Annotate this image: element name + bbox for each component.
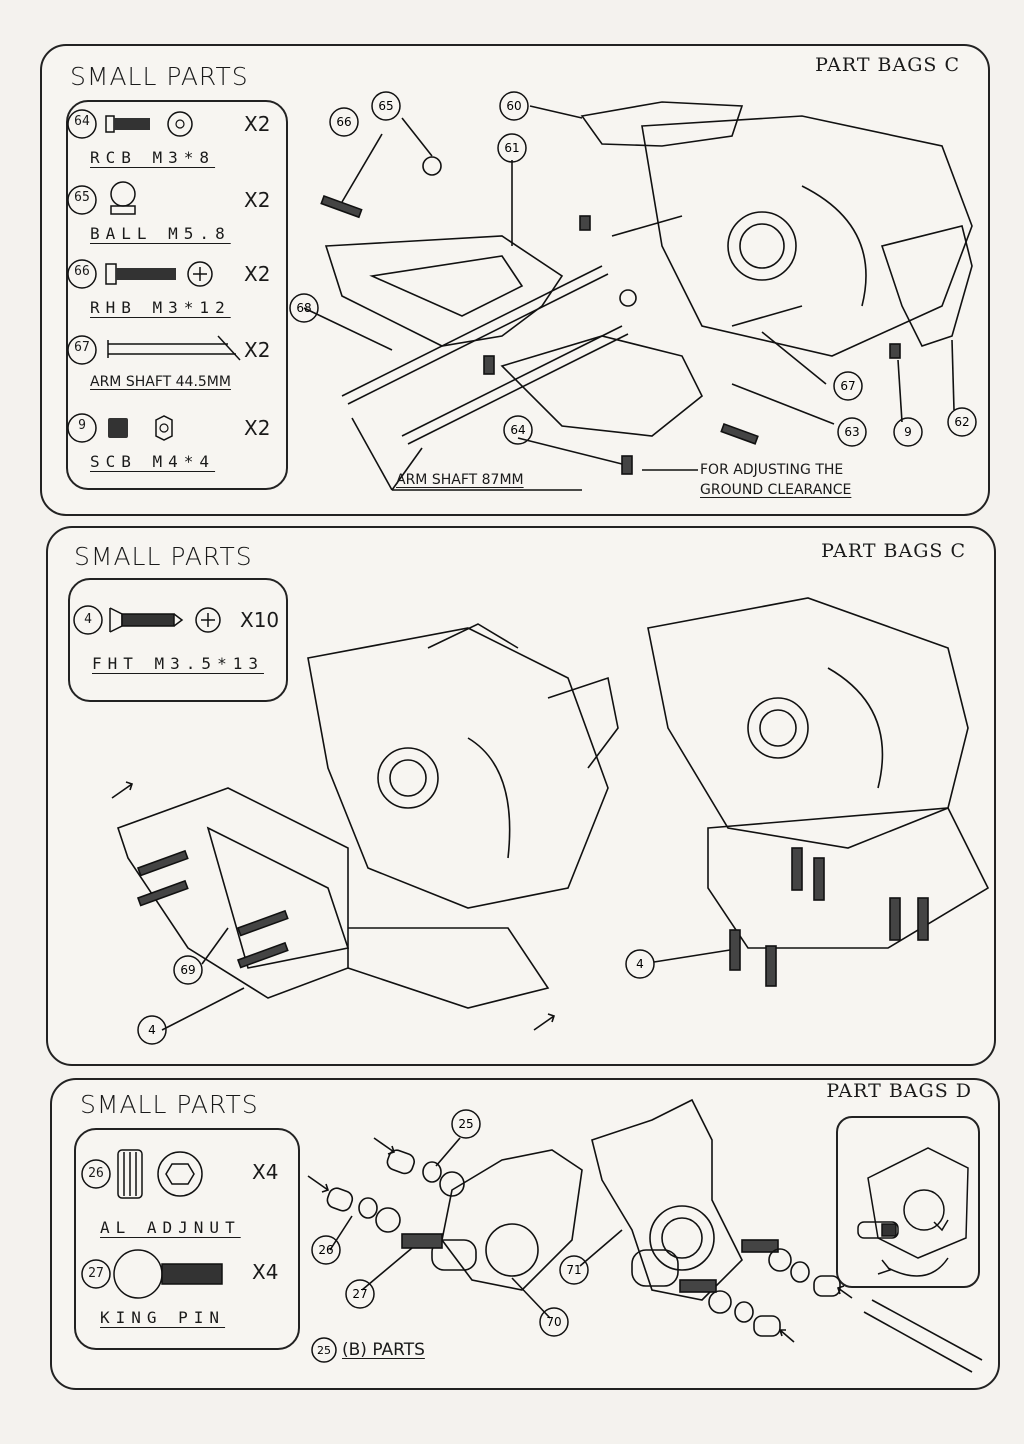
part-66-name: RHB M3*12 [90, 298, 231, 317]
callout-66-circle [329, 107, 359, 137]
callout-64-circle [503, 415, 533, 445]
callout-60: 60 [506, 99, 521, 113]
part-4-number: 4 [84, 612, 92, 627]
detail-inset [836, 1116, 980, 1288]
arm-shaft-87-label: ARM SHAFT 87MM [396, 472, 524, 488]
callout-9: 9 [904, 425, 912, 439]
b-parts-label: (B) PARTS [342, 1340, 425, 1360]
callout-68-circle [289, 293, 319, 323]
part-66-number: 66 [74, 264, 90, 279]
part-64-drawing [67, 109, 193, 139]
callout-67-circle [833, 371, 863, 401]
part-9-number: 9 [78, 418, 86, 433]
part-bags-label: PART BAGS C [815, 54, 960, 76]
callout-26: 26 [318, 1243, 333, 1257]
small-parts-list: 26 X4 AL ADJNUT 27 X4 KING PIN [74, 1128, 300, 1350]
small-parts-list: 64 X2 RCB M3*8 65 X2 BALL M5.8 66 X2 RHB… [66, 100, 288, 490]
part-27-name: KING PIN [100, 1308, 226, 1327]
small-parts-drawings [73, 605, 221, 635]
callout-62-circle [947, 407, 977, 437]
part-bags-label: PART BAGS C [821, 540, 966, 562]
part-27-qty: X4 [252, 1260, 279, 1284]
callout-66: 66 [336, 115, 351, 129]
callout-67: 67 [840, 379, 855, 393]
panel-title: SMALL PARTS [74, 542, 253, 571]
part-67-name: ARM SHAFT 44.5MM [90, 374, 231, 390]
part-26-number: 26 [88, 1166, 104, 1181]
callout-69: 69 [180, 963, 195, 977]
knuckle-assembly-drawing: 25 26 27 70 71 25 [307, 1098, 983, 1373]
part-65-number: 65 [74, 190, 90, 205]
part-65-drawing [67, 181, 136, 215]
callout-65: 65 [378, 99, 393, 113]
part-26-qty: X4 [252, 1160, 279, 1184]
b-parts-number: 25 [317, 1344, 331, 1357]
part-4-name: FHT M3.5*13 [92, 654, 264, 673]
callout-65-circle [371, 91, 401, 121]
part-4-qty: X10 [240, 608, 280, 632]
small-parts-drawings [67, 109, 241, 443]
callout-68: 68 [296, 301, 311, 315]
callout-27: 27 [352, 1287, 367, 1301]
part-64-number: 64 [74, 114, 90, 129]
part-27-number: 27 [88, 1266, 104, 1281]
part-65-qty: X2 [244, 188, 271, 212]
part-67-number: 67 [74, 340, 90, 355]
callout-25: 25 [458, 1117, 473, 1131]
small-parts-drawings [81, 1149, 223, 1299]
part-66-drawing [67, 259, 213, 289]
part-9-qty: X2 [244, 416, 271, 440]
callout-64: 64 [510, 423, 525, 437]
part-65-name: BALL M5.8 [90, 224, 231, 243]
part-67-qty: X2 [244, 338, 271, 362]
step-panel-knuckle-assembly: SMALL PARTS PART BAGS D 26 X4 AL ADJNUT … [50, 1078, 1000, 1390]
callout-62: 62 [954, 415, 969, 429]
ground-clearance-note-line2: GROUND CLEARANCE [700, 482, 852, 498]
panel-title: SMALL PARTS [70, 62, 249, 91]
part-26-name: AL ADJNUT [100, 1218, 241, 1237]
callout-61-circle [497, 133, 527, 163]
part-67-drawing [67, 335, 241, 365]
step-panel-mount-assembly: SMALL PARTS PART BAGS C 4 X10 FHT M3.5*1… [46, 526, 996, 1066]
detail-inset-drawing [857, 1147, 969, 1277]
part-9-drawing [67, 413, 173, 443]
callout-71: 71 [566, 1263, 581, 1277]
chassis-mount-drawing: 69 4 4 [111, 597, 990, 1045]
panel-title: SMALL PARTS [80, 1090, 259, 1119]
callout-4-right: 4 [636, 957, 644, 971]
callout-61: 61 [504, 141, 519, 155]
part-9-name: SCB M4*4 [90, 452, 216, 471]
step-panel-arm-assembly: SMALL PARTS PART BAGS C [40, 44, 990, 516]
arm-assembly-drawing: 60 61 62 63 64 65 66 67 68 9 [289, 91, 977, 491]
part-64-name: RCB M3*8 [90, 148, 216, 167]
callout-9-circle [893, 417, 923, 447]
callout-60-circle [499, 91, 529, 121]
part-64-qty: X2 [244, 112, 271, 136]
callout-70: 70 [546, 1315, 561, 1329]
callout-63-circle [837, 417, 867, 447]
small-parts-list: 4 X10 FHT M3.5*13 [68, 578, 288, 702]
part-bags-label: PART BAGS D [826, 1080, 972, 1102]
callout-4-left: 4 [148, 1023, 156, 1037]
part-66-qty: X2 [244, 262, 271, 286]
ground-clearance-note-line1: FOR ADJUSTING THE [700, 462, 844, 478]
callout-63: 63 [844, 425, 859, 439]
